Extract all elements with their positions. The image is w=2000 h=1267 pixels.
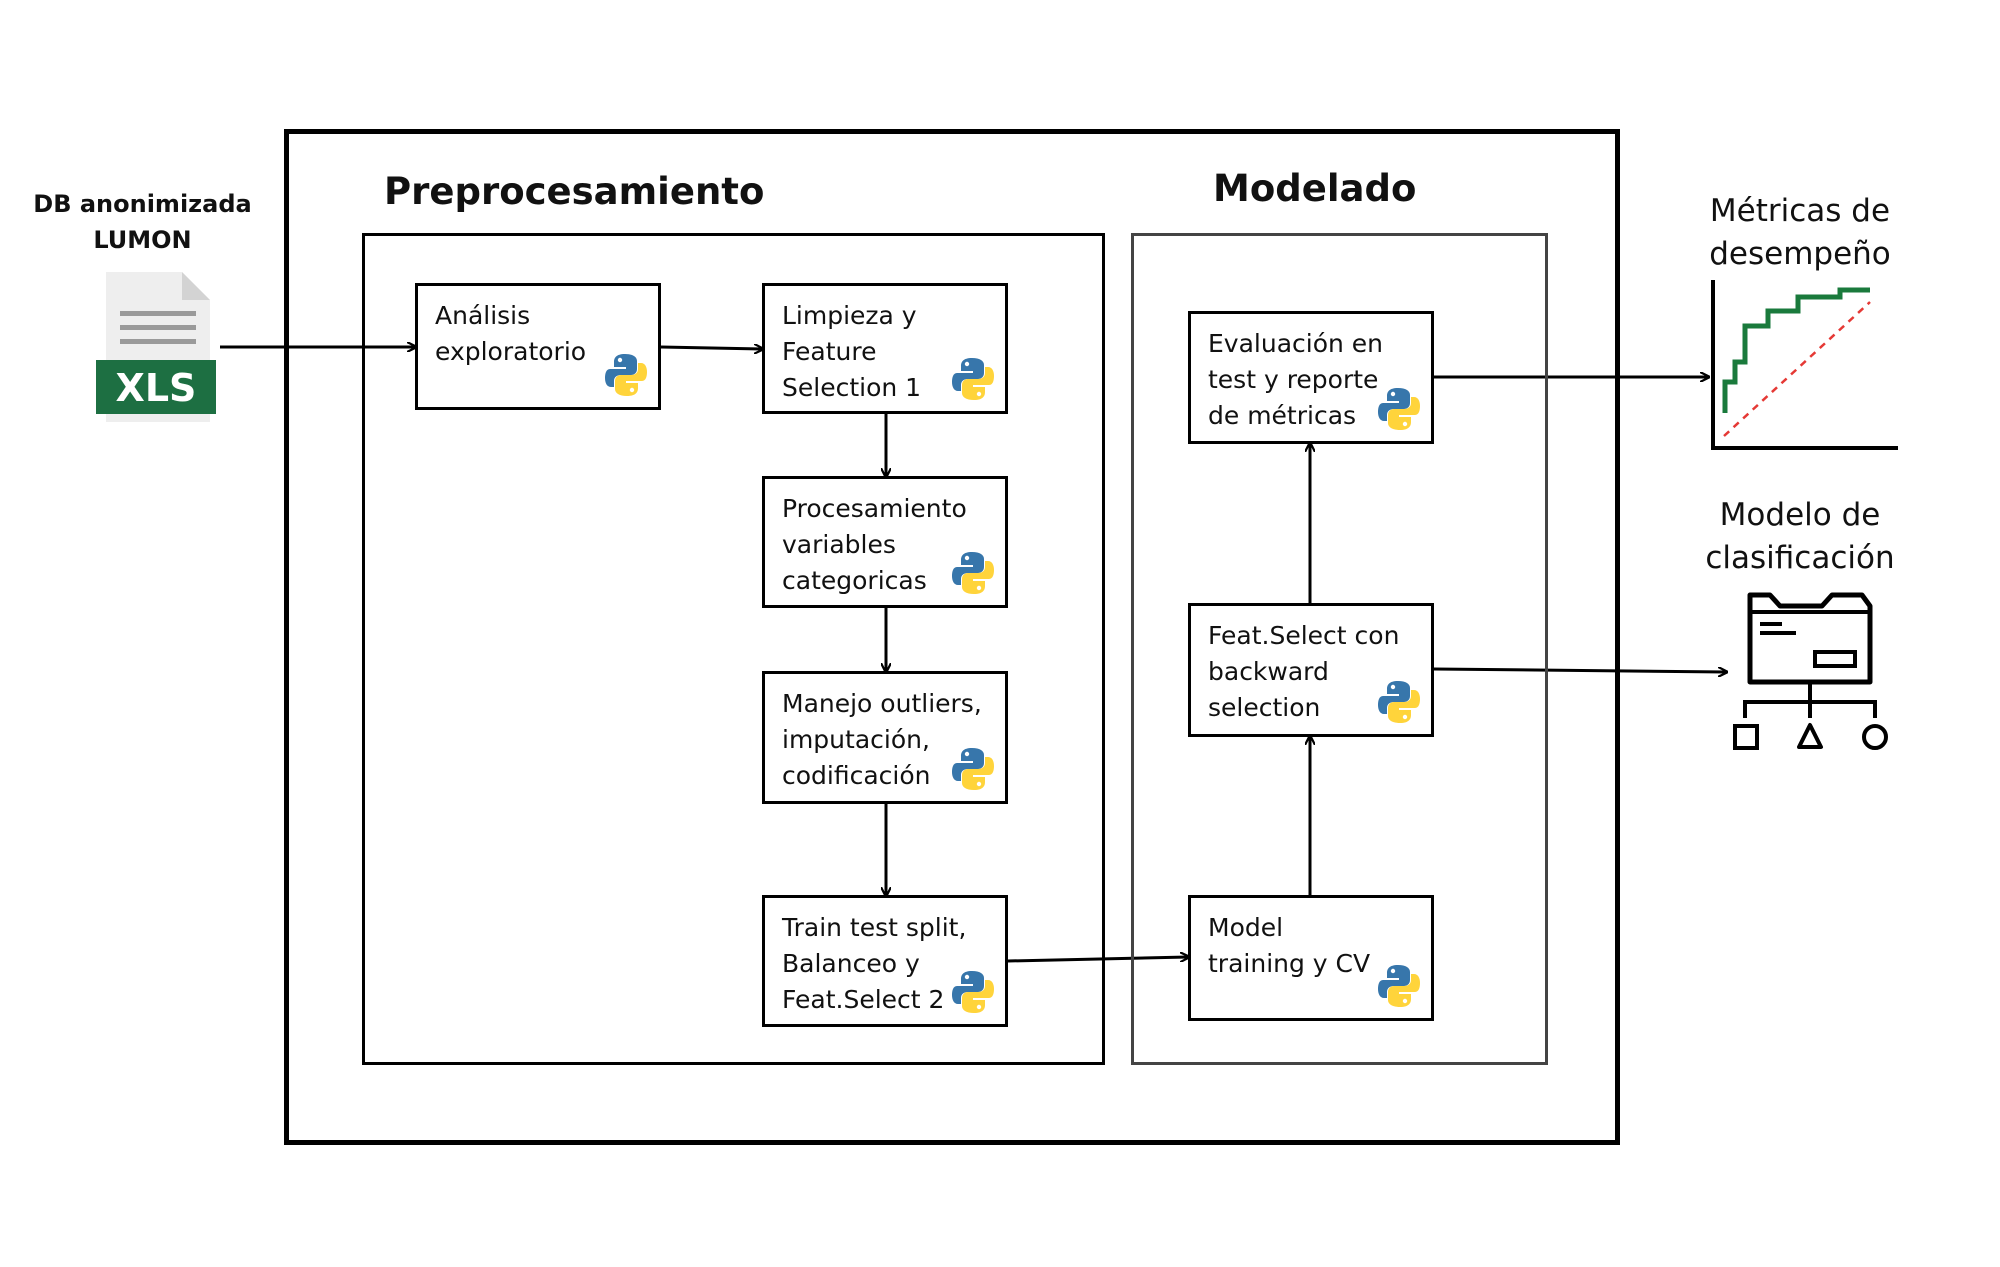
- node-train-test-split[interactable]: Train test split, Balanceo y Feat.Select…: [762, 895, 1008, 1027]
- node-label: Limpieza y Feature Selection 1: [782, 301, 922, 402]
- node-label: Model training y CV: [1208, 913, 1371, 978]
- model-output-title: Modelo de clasificación: [1705, 497, 1895, 576]
- pipeline-frame: [284, 129, 1620, 1145]
- node-evaluacion-metricas[interactable]: Evaluación en test y reporte de métricas: [1188, 311, 1434, 444]
- python-logo-icon: [949, 745, 997, 793]
- preprocessing-title: Preprocesamiento: [384, 170, 765, 213]
- arrow-analisis-to-limpieza: [660, 347, 762, 349]
- node-procesamiento-variables[interactable]: Procesamiento variables categoricas: [762, 476, 1008, 608]
- python-logo-icon: [949, 968, 997, 1016]
- python-logo-icon: [1375, 678, 1423, 726]
- metrics-output-title: Métricas de desempeño: [1709, 193, 1891, 272]
- node-analisis-exploratorio[interactable]: Análisis exploratorio: [415, 283, 661, 410]
- node-label: Manejo outliers, imputación, codificació…: [782, 689, 982, 790]
- preprocessing-frame: [362, 233, 1105, 1065]
- classification-model-icon: [1733, 592, 1888, 750]
- xls-file-icon: XLS: [96, 272, 216, 422]
- node-limpieza-feature-selection[interactable]: Limpieza y Feature Selection 1: [762, 283, 1008, 414]
- node-label: Train test split, Balanceo y Feat.Select…: [782, 913, 967, 1014]
- node-feat-select-backward[interactable]: Feat.Select con backward selection: [1188, 603, 1434, 737]
- node-label: Feat.Select con backward selection: [1208, 621, 1400, 722]
- python-logo-icon: [602, 351, 650, 399]
- node-label: Evaluación en test y reporte de métricas: [1208, 329, 1384, 430]
- arrow-train-split-to-model-training: [1007, 957, 1188, 963]
- xls-badge: [96, 360, 216, 414]
- node-label: Análisis exploratorio: [435, 301, 587, 366]
- xls-badge-label: XLS: [116, 366, 197, 410]
- node-label: Procesamiento variables categoricas: [782, 494, 967, 595]
- python-logo-icon: [1375, 962, 1423, 1010]
- python-logo-icon: [1375, 385, 1423, 433]
- source-title: DB anonimizada LUMON: [33, 190, 252, 254]
- python-logo-icon: [949, 549, 997, 597]
- modeling-frame: [1131, 233, 1548, 1065]
- arrow-feat-select-to-model: [1433, 669, 1726, 672]
- node-model-training[interactable]: Model training y CV: [1188, 895, 1434, 1021]
- performance-chart-icon: [1711, 280, 1898, 450]
- python-logo-icon: [949, 355, 997, 403]
- node-manejo-outliers[interactable]: Manejo outliers, imputación, codificació…: [762, 671, 1008, 804]
- modeling-title: Modelado: [1213, 167, 1417, 210]
